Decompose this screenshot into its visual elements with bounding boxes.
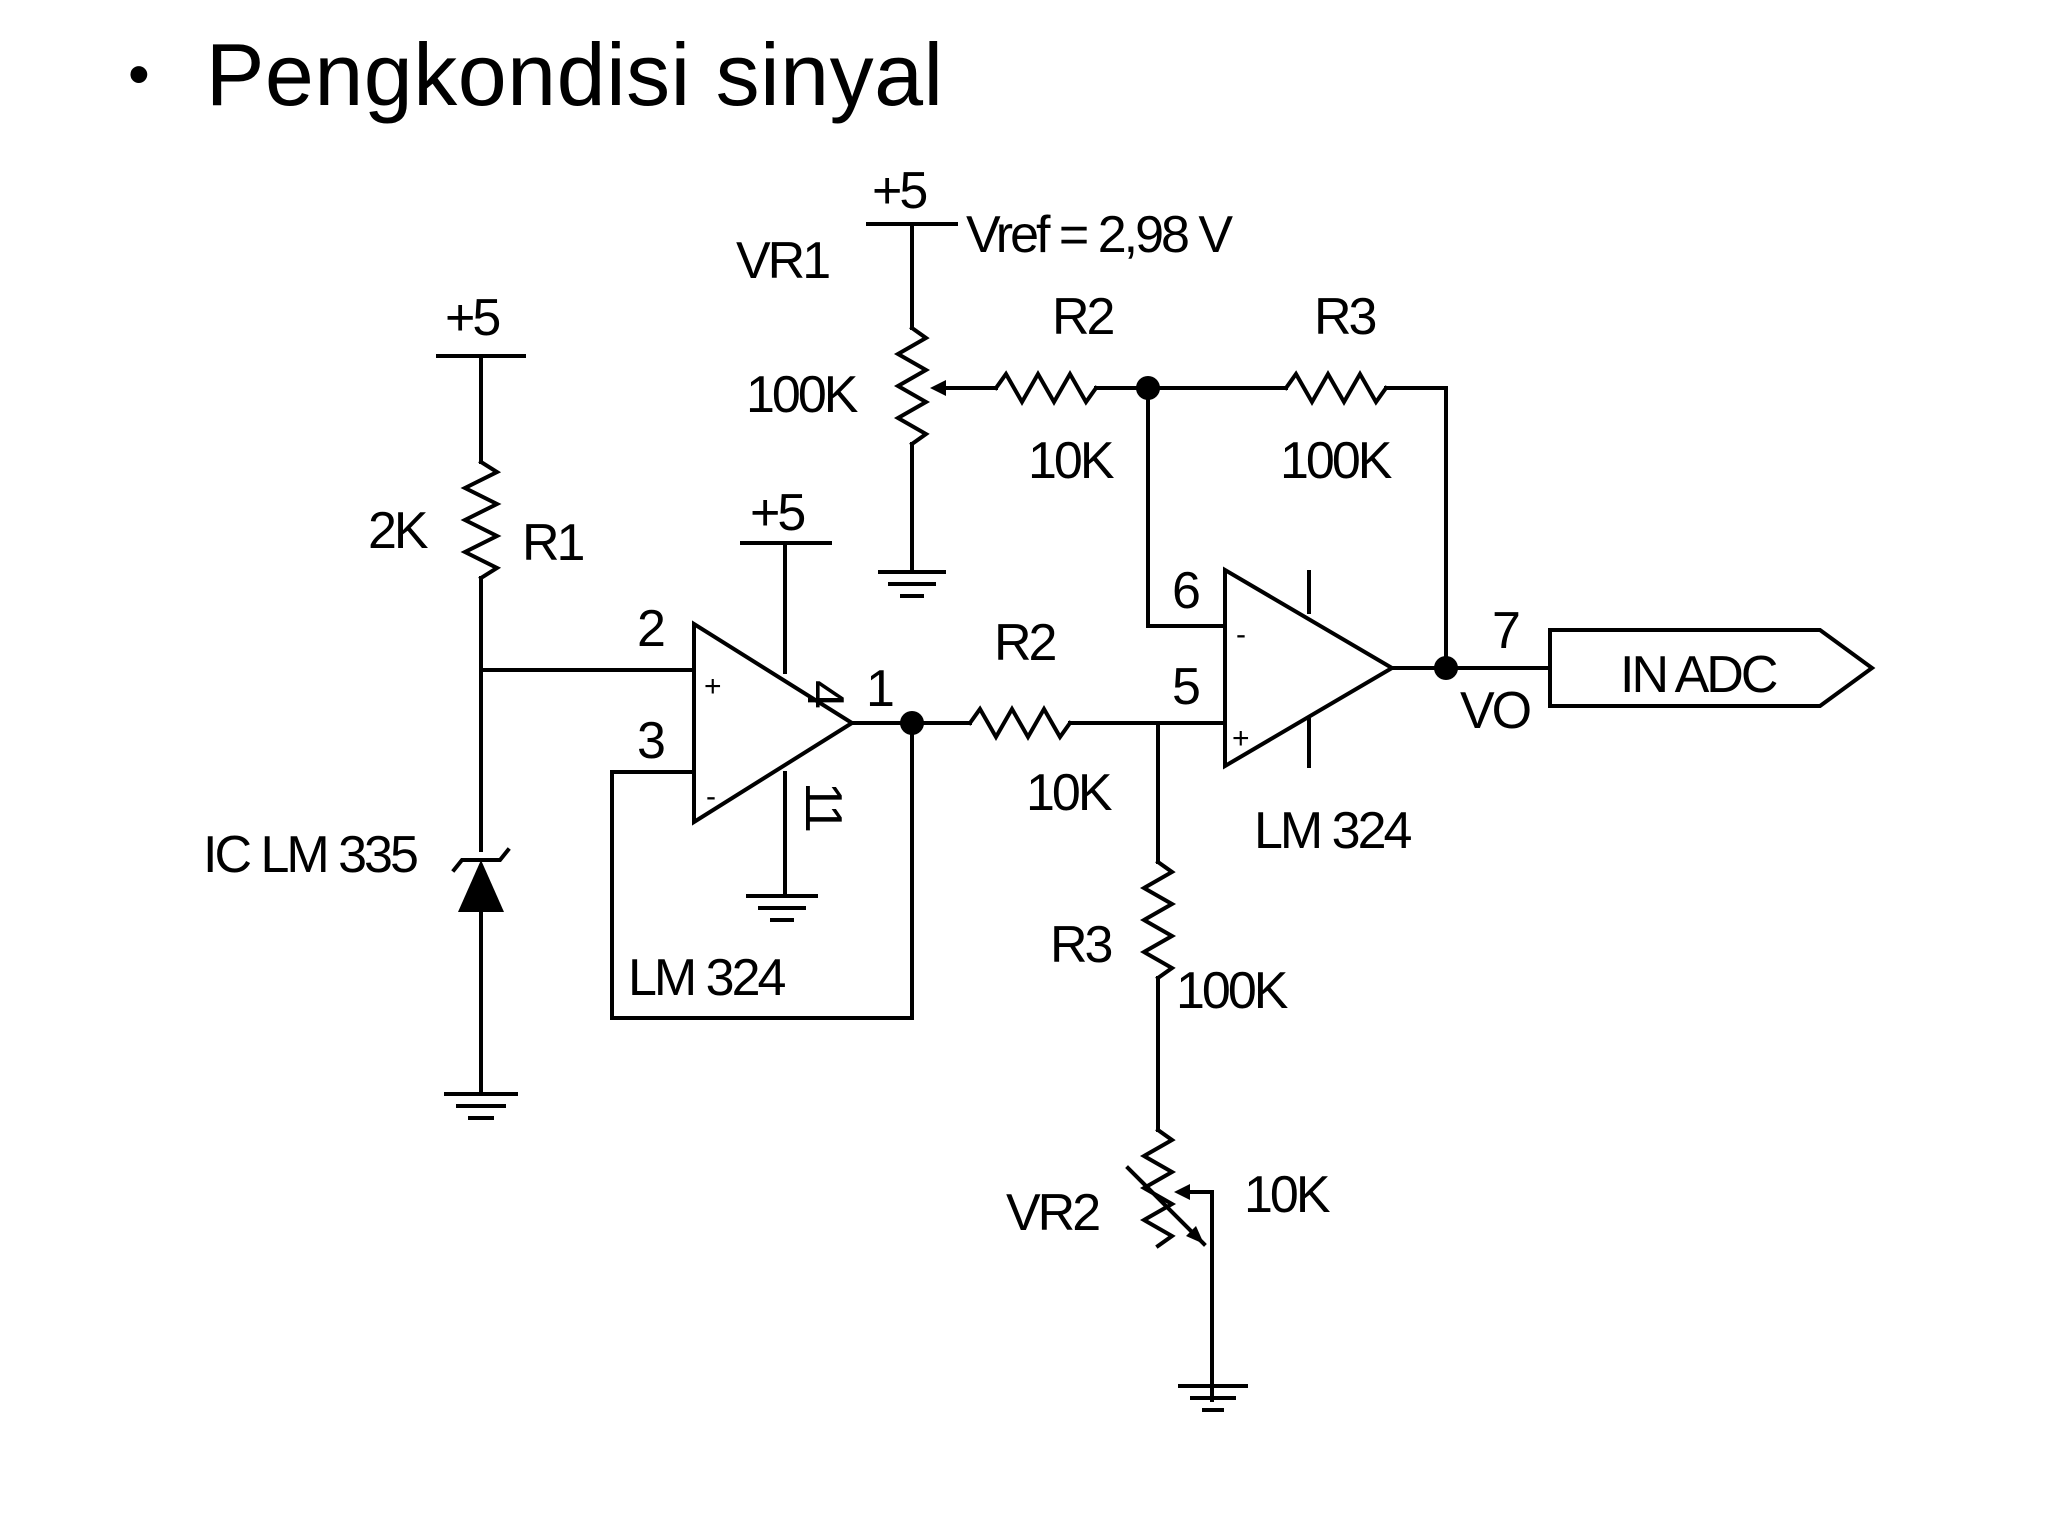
- r3-lower-label: R3: [1050, 916, 1112, 974]
- r2-upper-value: 10K: [1028, 432, 1115, 490]
- opamp1-pin2: 2: [637, 600, 664, 658]
- r3-upper-value: 100K: [1280, 432, 1393, 490]
- bullet-icon: •: [128, 40, 150, 109]
- opamp2-pin5: 5: [1172, 658, 1199, 716]
- vr1-label: VR1: [736, 232, 829, 290]
- slide-title-row: • Pengkondisi sinyal: [128, 20, 944, 130]
- opamp2-label: LM 324: [1254, 802, 1412, 860]
- junction-dot: [900, 711, 924, 735]
- vr2-variable-resistor-icon: [1125, 1127, 1214, 1402]
- resistor-r3-lower: [1139, 859, 1177, 981]
- vr2-value: 10K: [1244, 1166, 1331, 1224]
- vo-label: VO: [1460, 682, 1530, 740]
- supply-label-opamp1: +5: [750, 484, 804, 542]
- r1-value: 2K: [368, 502, 429, 560]
- r2-lower-label: R2: [994, 614, 1056, 672]
- opamp2-pin7: 7: [1492, 602, 1519, 660]
- opamp2-minus: -: [1236, 618, 1246, 651]
- opamp2-plus: +: [1232, 722, 1250, 755]
- vr2-label: VR2: [1006, 1184, 1099, 1242]
- opamp1-label: LM 324: [628, 949, 786, 1007]
- supply-label-vr1: +5: [872, 162, 926, 220]
- slide-title: Pengkondisi sinyal: [205, 25, 944, 124]
- opamp1-pin4: 4: [796, 680, 854, 708]
- ground-icon-vr1: [878, 570, 946, 598]
- opamp-2: - +: [1223, 566, 1396, 770]
- opamp-1: + -: [692, 620, 856, 826]
- resistor-r2-lower: [967, 704, 1073, 742]
- resistor-r1: [460, 459, 502, 581]
- vref-label: Vref = 2,98 V: [966, 206, 1233, 264]
- junction-dot: [1434, 656, 1458, 680]
- r2-lower-value: 10K: [1026, 764, 1113, 822]
- r3-upper-label: R3: [1314, 288, 1376, 346]
- opamp2-pin6: 6: [1172, 562, 1199, 620]
- adc-output-label: IN ADC: [1620, 646, 1777, 704]
- resistor-r2-upper: [993, 369, 1099, 407]
- r2-upper-label: R2: [1052, 288, 1114, 346]
- opamp1-plus: +: [704, 670, 722, 703]
- lm335-label: IC LM 335: [203, 826, 417, 884]
- opamp1-pin3: 3: [637, 712, 664, 770]
- adc-output-tag: IN ADC: [1548, 628, 1876, 708]
- supply-rail-left: +5: [436, 289, 526, 358]
- resistor-r3-upper: [1283, 369, 1389, 407]
- ground-icon-opamp1: [746, 894, 818, 922]
- lm335-zener-icon: [451, 847, 511, 912]
- vr1-value: 100K: [746, 366, 859, 424]
- ground-icon-vr2: [1178, 1384, 1248, 1412]
- opamp1-minus: -: [706, 780, 716, 813]
- ground-icon-left: [444, 1092, 518, 1120]
- r1-label: R1: [522, 514, 584, 572]
- vr1-potentiometer-icon: [893, 325, 946, 447]
- opamp1-pin1: 1: [866, 660, 893, 718]
- opamp1-pin11: 11: [794, 782, 852, 831]
- supply-label-left: +5: [445, 289, 499, 347]
- r3-lower-value: 100K: [1176, 962, 1289, 1020]
